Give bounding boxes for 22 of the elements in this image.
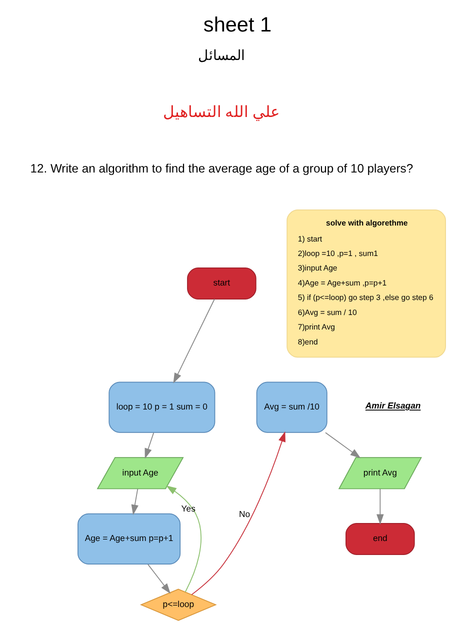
node-box: solve with algorethme 1) start 2)loop =10 ,p=1 , sum1 3)input Age 4)Age = Age+sum ,p=p+1 5) if (p<=loop) go step 3 ,else go step 6 6)Avg = sum / 10 7)print Avg 8)end [286,210,446,358]
node-box: Avg = sum /10 [256,382,327,433]
arrow [376,488,384,525]
node-diamond: p<=loop [139,588,216,621]
arrow [172,298,214,384]
arrow [144,432,154,459]
diagram-title: sheet 1 [202,14,272,37]
arrow [324,432,360,458]
node-box: Age = Age+sum p=p+1 [77,513,180,565]
node-box: start [186,268,256,300]
label: 12. Write an algorithm to find the average age of a group of 10 players? [30,161,413,176]
node-box: loop = 10 p = 1 sum = 0 [108,382,215,433]
label: علي الله التساهيل [162,104,280,121]
label: Amir Elsagan [364,400,420,411]
arrow [130,488,138,516]
arrow [147,564,170,594]
arrow [190,431,285,596]
edge-label: No [238,508,250,519]
node-box: end [345,522,414,555]
arrow [166,486,201,592]
label: المسائل [198,46,245,63]
edge-label: Yes [180,503,195,514]
